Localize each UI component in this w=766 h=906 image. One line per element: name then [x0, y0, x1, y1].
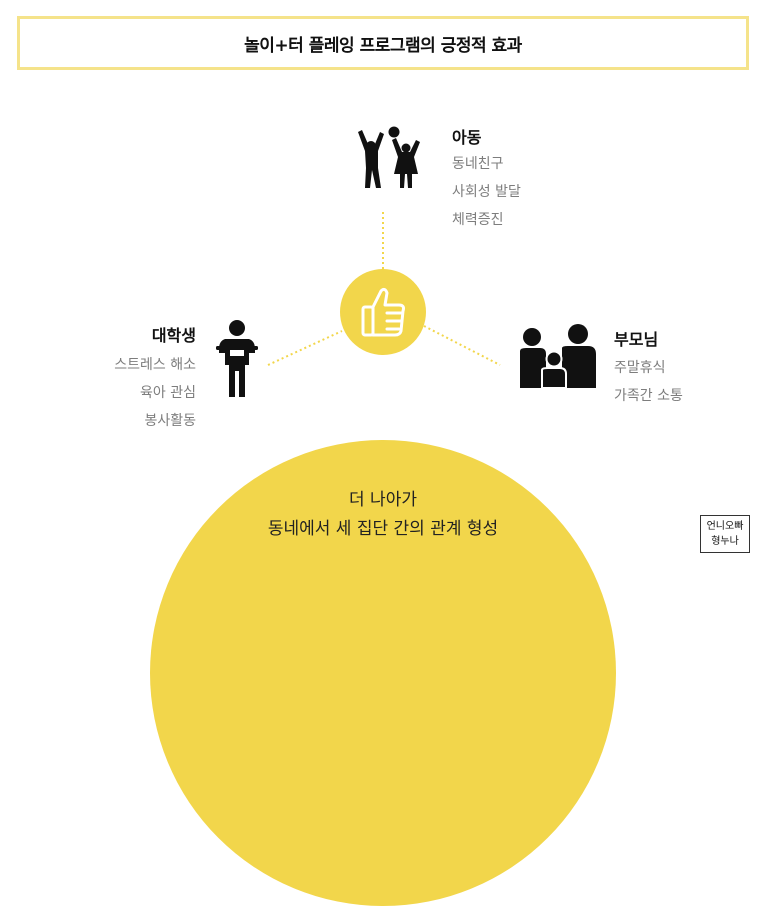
brand-logo: 언니오빠 형누나: [700, 515, 750, 553]
students-heading: 대학생: [151, 326, 196, 345]
list-item: 가족간 소통: [614, 388, 683, 404]
student-person-icon: [216, 320, 258, 397]
connector-lines: [267, 212, 501, 366]
page-title: 놀이+터 플레잉 프로그램의 긍정적 효과: [244, 35, 522, 56]
logo-line-1: 언니오빠: [706, 521, 744, 532]
list-item: 동네친구: [452, 156, 504, 172]
outcome-text: 더 나아가 동네에서 세 집단 간의 관계 형성: [150, 486, 616, 544]
logo-line-2: 형누나: [711, 536, 739, 547]
outcome-line-1: 더 나아가: [349, 490, 417, 510]
outcome-line-2: 동네에서 세 집단 간의 관계 형성: [267, 519, 499, 539]
parents-list: 주말휴식 가족간 소통: [614, 354, 683, 410]
children-playing-icon: [358, 126, 420, 188]
list-item: 스트레스 해소: [114, 357, 196, 373]
list-item: 체력증진: [452, 212, 504, 228]
list-item: 주말휴식: [614, 360, 666, 376]
thumbs-up-icon: [361, 287, 405, 337]
title-box: 놀이+터 플레잉 프로그램의 긍정적 효과: [17, 16, 749, 70]
children-heading: 아동: [452, 128, 482, 147]
list-item: 사회성 발달: [452, 184, 521, 200]
center-circle: [340, 269, 426, 355]
students-list: 스트레스 해소 육아 관심 봉사활동: [86, 351, 196, 435]
list-item: 육아 관심: [140, 385, 196, 401]
connector-students: [267, 330, 343, 366]
family-icon: [520, 324, 596, 389]
children-list: 동네친구 사회성 발달 체력증진: [452, 150, 521, 234]
connector-parents: [423, 325, 501, 366]
list-item: 봉사활동: [144, 413, 196, 429]
parents-heading: 부모님: [614, 330, 659, 349]
